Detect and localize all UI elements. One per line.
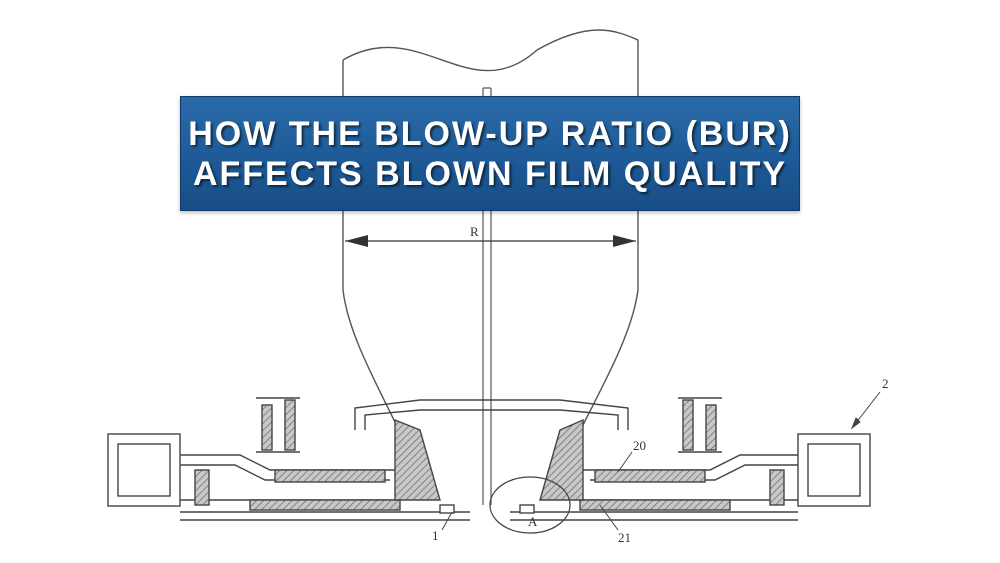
part-1-label: 1 xyxy=(432,528,439,543)
die-body-left xyxy=(107,397,470,521)
die-lip xyxy=(354,399,629,514)
leader-lines xyxy=(441,391,881,531)
radius-label: R xyxy=(470,224,479,239)
title-line-2: AFFECTS BLOWN FILM QUALITY xyxy=(192,154,788,193)
part-20-label: 20 xyxy=(633,438,646,453)
part-21-label: 21 xyxy=(618,530,631,545)
title-line-1: HOW THE BLOW-UP RATIO (BUR) xyxy=(188,114,792,153)
die-body-right xyxy=(510,397,871,521)
part-2-label: 2 xyxy=(882,376,889,391)
title-banner: HOW THE BLOW-UP RATIO (BUR) AFFECTS BLOW… xyxy=(180,96,800,211)
detail-a-circle xyxy=(489,476,571,534)
detail-a-label: A xyxy=(528,514,538,529)
radius-dimension: R xyxy=(345,224,636,247)
